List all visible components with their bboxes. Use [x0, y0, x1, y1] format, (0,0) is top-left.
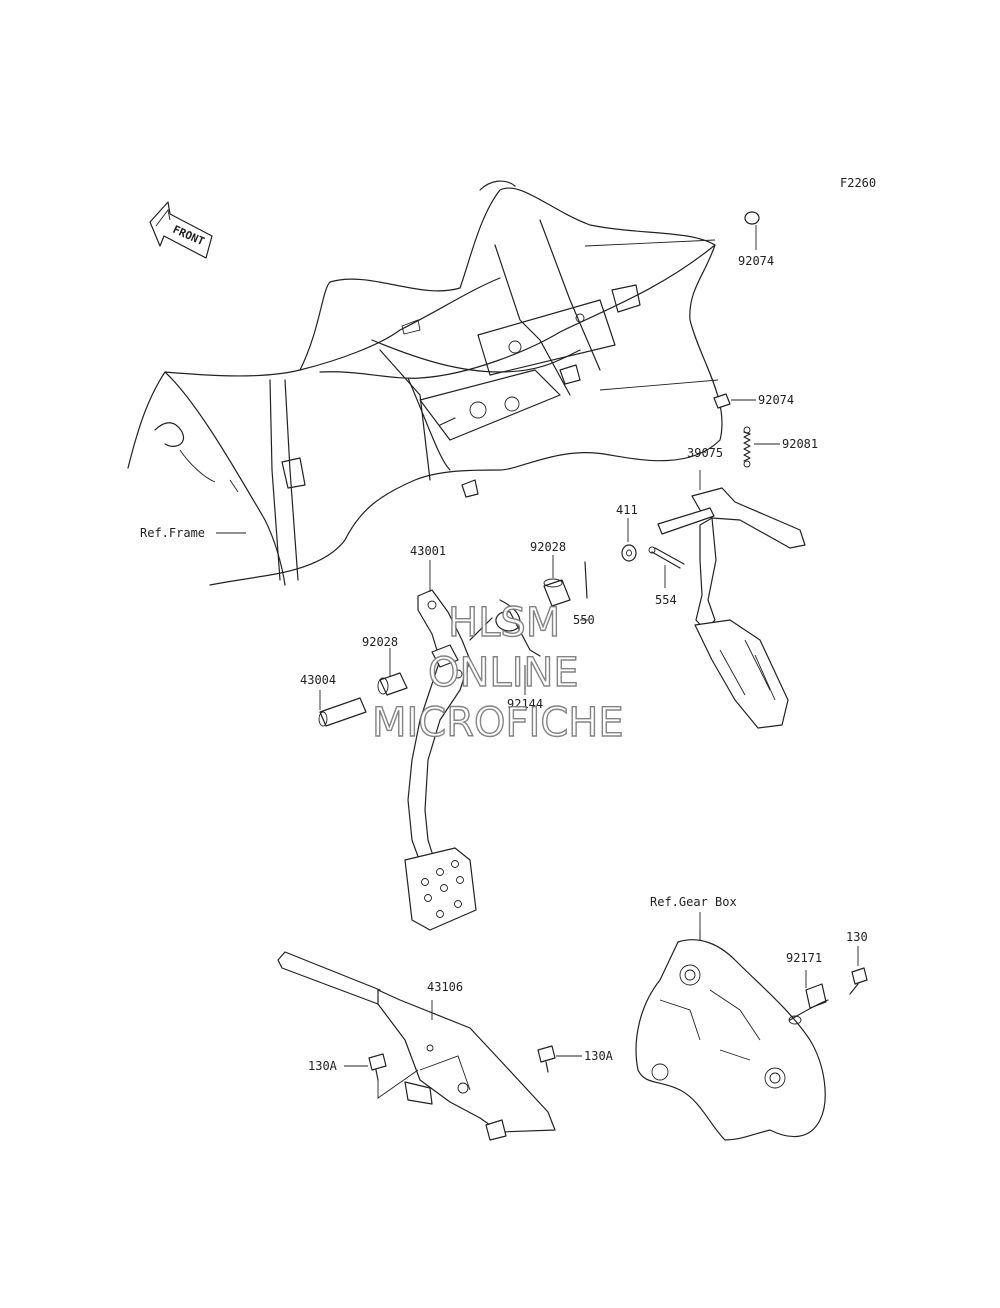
plug-92074-mid: [599, 379, 756, 409]
cotter-pin-554: [648, 546, 685, 588]
bushing-92028-lower: [377, 644, 459, 696]
washer-411: [621, 518, 637, 562]
watermark-line-3: MICROFICHE: [372, 700, 624, 746]
label-43106: 43106: [427, 980, 463, 994]
label-ref-frame: Ref.Frame: [140, 526, 205, 540]
shaft-43004: [318, 690, 367, 727]
label-550: 550: [573, 613, 595, 627]
watermark-line-2: ONLINE: [428, 650, 579, 696]
spring-92144: [469, 599, 541, 695]
plug-92074-top: [744, 211, 760, 250]
bolt-130a-left: [344, 1053, 387, 1081]
watermark: HLSM ONLINE MICROFICHE: [371, 599, 624, 746]
label-92028-lower: 92028: [362, 635, 398, 649]
front-arrow-icon: FRONT: [149, 201, 213, 259]
watermark-line-1: HLSM: [448, 600, 560, 646]
spring-92081: [743, 426, 780, 468]
figure-code: F2260: [840, 176, 876, 190]
bolt-130: [849, 946, 868, 995]
label-39075: 39075: [687, 446, 723, 460]
parking-lever-43106: [277, 951, 556, 1141]
pin-92171: [788, 970, 829, 1025]
label-92074-top: 92074: [738, 254, 774, 268]
bushing-92028-upper: [543, 555, 571, 607]
label-92171: 92171: [786, 951, 822, 965]
label-92028-upper: 92028: [530, 540, 566, 554]
label-130a-right: 130A: [584, 1049, 614, 1063]
frame-assembly: [127, 180, 723, 586]
label-130: 130: [846, 930, 868, 944]
label-43004: 43004: [300, 673, 336, 687]
bolt-130a-right: [537, 1045, 582, 1073]
label-92074-mid: 92074: [758, 393, 794, 407]
label-130a-left: 130A: [308, 1059, 338, 1073]
label-554: 554: [655, 593, 677, 607]
pedal-39075: [657, 470, 806, 729]
pin-550: [580, 561, 588, 621]
label-92144: 92144: [507, 697, 543, 711]
label-92081: 92081: [782, 437, 818, 451]
gear-box-assembly: [635, 930, 826, 1141]
label-ref-gearbox: Ref.Gear Box: [650, 895, 737, 909]
label-411: 411: [616, 503, 638, 517]
label-43001: 43001: [410, 544, 446, 558]
